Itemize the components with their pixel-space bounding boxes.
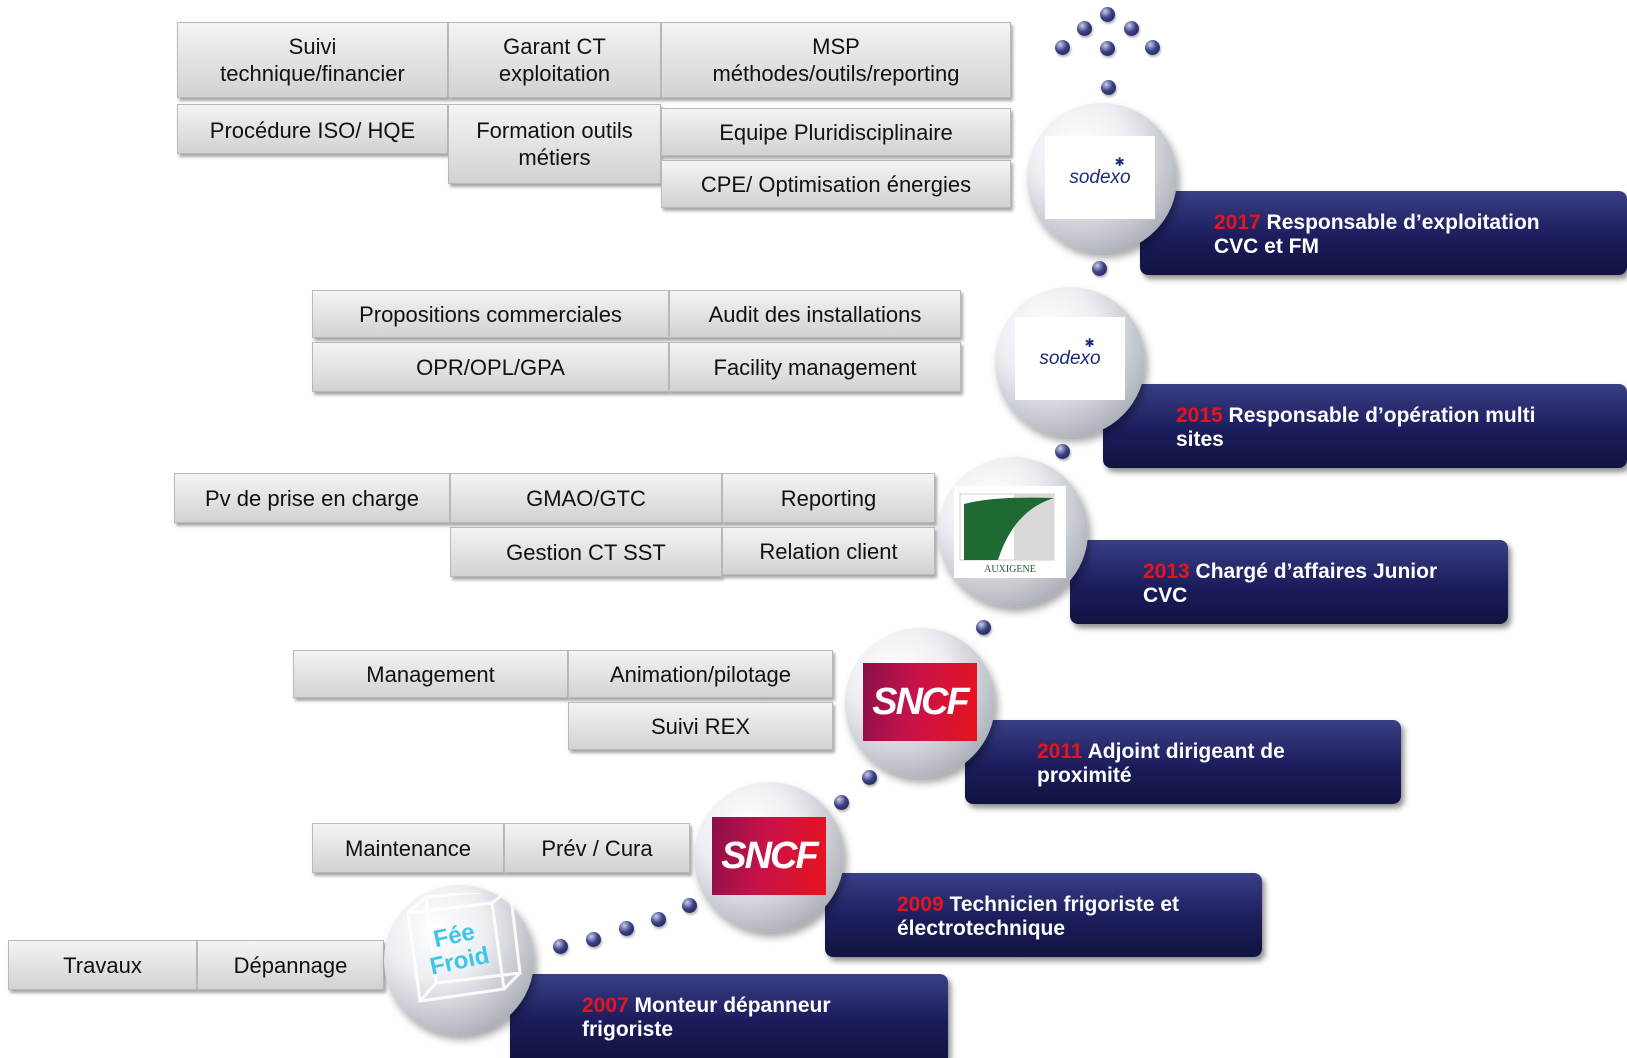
connector-dot	[1100, 41, 1115, 56]
skill-box: Propositions commerciales	[312, 290, 669, 338]
role-banner-2015: 2015 Responsable d’opération multi sites	[1103, 384, 1627, 468]
skill-box: Animation/pilotage	[568, 650, 833, 698]
skill-box: Reporting	[722, 473, 935, 523]
role-title: Technicien frigoriste et électrotechniqu…	[897, 893, 1180, 940]
skill-box: MSP méthodes/outils/reporting	[661, 22, 1011, 98]
connector-dot	[976, 620, 991, 635]
role-banner-2007: 2007 Monteur dépanneur frigoriste	[510, 974, 948, 1058]
sodexo-logo-text: sodexo	[1039, 347, 1101, 369]
sncf-logo-icon: SNCF	[863, 663, 977, 741]
role-banner-2013: 2013 Chargé d’affaires Junior CVC	[1070, 540, 1508, 624]
skill-box: Management	[293, 650, 568, 698]
connector-dot	[619, 921, 634, 936]
circle-2009: SNCF	[694, 782, 844, 932]
skill-box: Formation outils métiers	[448, 104, 661, 184]
connector-dot	[1077, 21, 1092, 36]
connector-dot	[586, 932, 601, 947]
connector-dot	[651, 912, 666, 927]
role-title: Adjoint dirigeant de proximité	[1037, 740, 1285, 787]
circle-2011: SNCF	[845, 628, 995, 778]
role-year: 2007	[582, 994, 629, 1017]
role-year: 2017	[1214, 211, 1261, 234]
auxigene-logo-icon: AUXIGENE	[954, 486, 1066, 578]
skill-box: GMAO/GTC	[450, 473, 722, 523]
skill-box: Travaux	[8, 940, 197, 990]
skill-box: Equipe Pluridisciplinaire	[661, 108, 1011, 156]
connector-dot	[1101, 80, 1116, 95]
role-year: 2013	[1143, 560, 1190, 583]
connector-dot	[1145, 40, 1160, 55]
role-year: 2011	[1037, 740, 1083, 763]
fee-froid-logo-icon: Fée Froid	[392, 893, 524, 1013]
skill-box: Suivi REX	[568, 702, 833, 750]
sncf-logo-text: SNCF	[872, 680, 969, 723]
connector-dot	[1100, 7, 1115, 22]
skill-box: Pv de prise en charge	[174, 473, 450, 523]
role-title: Monteur dépanneur frigoriste	[582, 994, 831, 1041]
sodexo-logo-icon: sodexo✱	[1045, 136, 1155, 219]
skill-box: Suivi technique/financier	[177, 22, 448, 98]
connector-dot	[1124, 21, 1139, 36]
connector-dot	[682, 898, 697, 913]
sncf-logo-icon: SNCF	[712, 817, 826, 895]
skill-box: Dépannage	[197, 940, 384, 990]
sodexo-logo-icon: sodexo✱	[1015, 317, 1125, 400]
skill-box: Maintenance	[312, 823, 504, 873]
role-banner-2009: 2009 Technicien frigoriste et électrotec…	[825, 873, 1262, 957]
skill-box: Gestion CT SST	[450, 527, 722, 577]
role-year: 2015	[1176, 404, 1223, 427]
connector-dot	[553, 939, 568, 954]
circle-2015: sodexo✱	[995, 287, 1145, 437]
skill-box: Relation client	[722, 527, 935, 575]
connector-dot	[834, 795, 849, 810]
circle-2017: sodexo✱	[1027, 103, 1177, 253]
role-year: 2009	[897, 893, 944, 916]
skill-box: Procédure ISO/ HQE	[177, 104, 448, 154]
connector-dot	[1055, 40, 1070, 55]
role-title: Chargé d’affaires Junior CVC	[1143, 560, 1438, 607]
connector-dot	[1055, 444, 1070, 459]
auxigene-logo-text: AUXIGENE	[984, 564, 1036, 575]
role-banner-2011: 2011 Adjoint dirigeant de proximité	[965, 720, 1401, 804]
role-title: Responsable d’exploitation CVC et FM	[1214, 211, 1540, 258]
skill-box: OPR/OPL/GPA	[312, 342, 669, 392]
circle-2013: AUXIGENE	[938, 457, 1088, 607]
connector-dot	[862, 770, 877, 785]
skill-box: Audit des installations	[669, 290, 961, 338]
skill-box: CPE/ Optimisation énergies	[661, 160, 1011, 208]
role-banner-2017: 2017 Responsable d’exploitation CVC et F…	[1140, 191, 1627, 275]
connector-dot	[1092, 261, 1107, 276]
skill-box: Facility management	[669, 342, 961, 392]
sncf-logo-text: SNCF	[721, 834, 818, 877]
skill-box: Garant CT exploitation	[448, 22, 661, 98]
circle-2007: Fée Froid	[384, 885, 534, 1035]
role-title: Responsable d’opération multi sites	[1176, 404, 1536, 451]
sodexo-logo-text: sodexo	[1069, 166, 1131, 188]
skill-box: Prév / Cura	[504, 823, 690, 873]
